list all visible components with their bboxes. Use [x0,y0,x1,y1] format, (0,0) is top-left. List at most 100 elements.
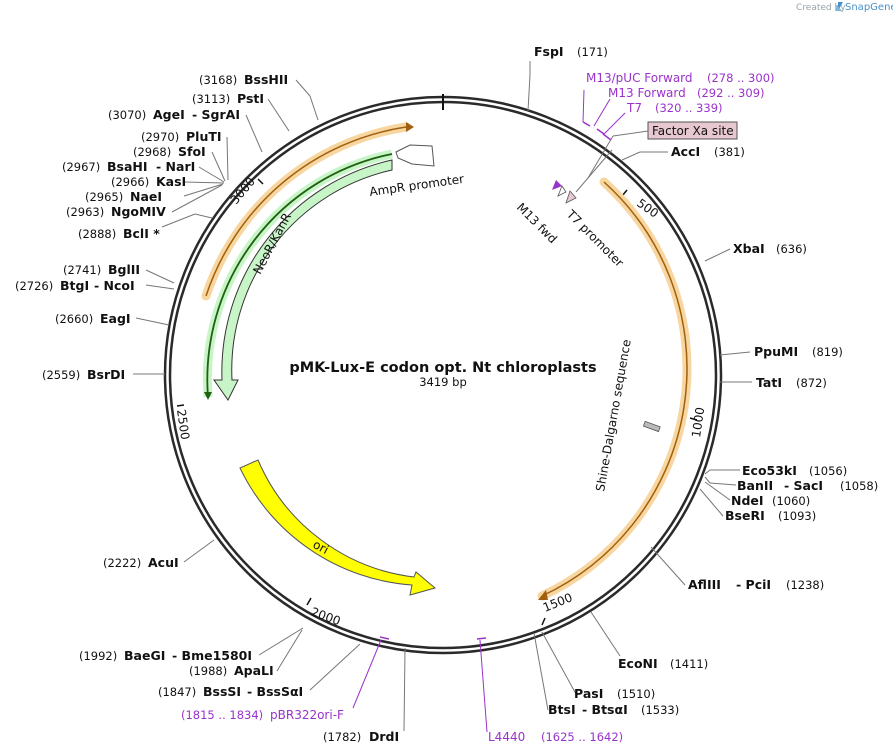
primer-m13-forward-pos: (292 .. 309) [697,86,765,100]
primer-marks [379,121,612,640]
enzyme-pasi: PasI [574,686,603,701]
enzyme-eagi-pos: (2660) [55,312,93,326]
enzyme-pcii-pos: (1238) [786,578,824,592]
ori-label: ori [311,537,331,557]
ruler-ticks [176,178,698,626]
enzyme-eco53ki: Eco53kI [742,463,797,478]
orf-arc-left [201,122,414,301]
enzyme-bsrdi: BsrDI [87,367,125,382]
primer-t7-pos: (320 .. 339) [655,101,723,115]
tick-1000: 1000 [689,406,707,438]
snapgene-logo [835,2,843,11]
enzyme-drdi-pos: (1782) [323,730,361,744]
enzyme-pluti-pos: (2970) [141,130,179,144]
enzyme-pcii: - PciI [736,577,771,592]
enzyme-bsahi-pos: (2967) [62,160,100,174]
ori-feature [239,459,437,596]
primer-m13-puc-forward: M13/pUC Forward [586,71,693,85]
enzyme-sgrai: - SgrAI [192,107,240,122]
enzyme-psti-pos: (3113) [192,92,230,106]
created-by-label: Created by [796,3,846,13]
enzyme-tati-pos: (872) [796,376,827,390]
enzyme-kasi-pos: (2966) [111,175,149,189]
snapgene-brand: SnapGene [845,2,893,13]
enzyme-bsshii-pos: (3168) [199,73,237,87]
enzyme-acci: AccI [671,144,700,159]
primer-m13-forward: M13 Forward [608,86,686,100]
enzyme-bglii: BglII [108,262,140,277]
enzyme-kasi: KasI [156,174,186,189]
enzyme-drdi: DrdI [369,729,399,744]
factor-xa-box [647,121,738,140]
primer-t7: T7 [626,101,642,115]
factor-xa-leader [612,130,649,137]
enzyme-naei-pos: (2965) [85,190,123,204]
enzyme-econi: EcoNI [618,656,658,671]
neor-kanr-arc [202,149,393,400]
enzyme-leaders [133,61,752,732]
enzyme-sfoi-pos: (2968) [133,145,171,159]
enzyme-btsalphai-pos: (1533) [641,703,679,717]
enzyme-btsalphai: - BtsαI [582,702,628,717]
enzyme-acui: AcuI [148,555,179,570]
enzyme-fspi-pos: (171) [577,45,608,59]
enzyme-psti: PstI [237,91,264,106]
enzyme-ppumi-pos: (819) [812,345,843,359]
enzyme-afliii: AflIII [688,577,721,592]
enzyme-bglii-pos: (2741) [63,263,101,277]
enzyme-bcli: BclI * [123,226,160,241]
enzyme-bseri: BseRI [725,508,765,523]
enzyme-acui-pos: (2222) [103,556,141,570]
enzyme-bseri-pos: (1093) [778,509,816,523]
enzyme-bsssi: BssSI [203,684,241,699]
enzyme-saci: - SacI [784,478,823,493]
tick-2000: 2000 [309,605,342,629]
shine-dalgarno-label: Shine-Dalgarno sequence [593,338,634,492]
enzyme-agei: AgeI [153,107,185,122]
enzyme-ndei-pos: (1060) [772,494,810,508]
enzyme-acci-pos: (381) [714,145,745,159]
tick-2500: 2500 [174,408,192,440]
enzyme-ndei: NdeI [731,493,764,508]
enzyme-btgi-pos: (2726) [15,279,53,293]
enzyme-eco53ki-pos: (1056) [809,464,847,478]
enzyme-nari: - NarI [156,159,195,174]
t7-promoter-label: T7 promoter [563,207,626,270]
primer-l4440: L4440 [488,730,525,744]
plasmid-name: pMK-Lux-E codon opt. Nt chloroplasts [289,360,596,376]
enzyme-pluti: PluTI [186,129,222,144]
m13-fwd-label: M13 fwd [514,200,560,246]
shine-dalgarno-marker [642,420,661,433]
enzyme-bsssi-pos: (1847) [158,685,196,699]
factor-xa-label: Factor Xa site [652,124,734,138]
enzyme-btgi: BtgI [60,278,89,293]
primer-pbr322-pos: (1815 .. 1834) [181,708,263,722]
enzyme-bcli-pos: (2888) [78,227,116,241]
m13-fwd-marker [552,180,562,190]
enzyme-xbai: XbaI [733,241,765,256]
ampr-promoter-arrow [395,144,435,167]
enzyme-econi-pos: (1411) [670,657,708,671]
enzyme-sfoi: SfoI [178,144,206,159]
primer-pbr322: pBR322ori-F [270,708,344,722]
enzyme-baegi-pos: (1992) [79,649,117,663]
enzyme-xbai-pos: (636) [776,242,807,256]
neor-kanr-feature [213,159,393,401]
ampr-promoter-label: AmpR promoter [368,172,464,199]
enzyme-agei-pos: (3070) [108,108,146,122]
enzyme-naei: NaeI [130,189,162,204]
enzyme-bsahi: BsaHI [107,159,148,174]
primer-l4440-pos: (1625 .. 1642) [541,730,623,744]
enzyme-banii: BanII [737,478,773,493]
enzyme-bme1580i: - Bme1580I [172,648,252,663]
t7-promoter-marker [565,190,577,204]
enzyme-tati: TatI [756,375,782,390]
enzyme-ngomiv-pos: (2963) [66,205,104,219]
enzyme-fspi: FspI [534,44,564,59]
enzyme-bsshii: BssHII [244,72,288,87]
enzyme-bsssalphai: - BssSαI [247,684,303,699]
primer-m13-puc-forward-pos: (278 .. 300) [707,71,775,85]
enzyme-saci-pos: (1058) [840,479,878,493]
plasmid-size: 3419 bp [419,375,467,389]
